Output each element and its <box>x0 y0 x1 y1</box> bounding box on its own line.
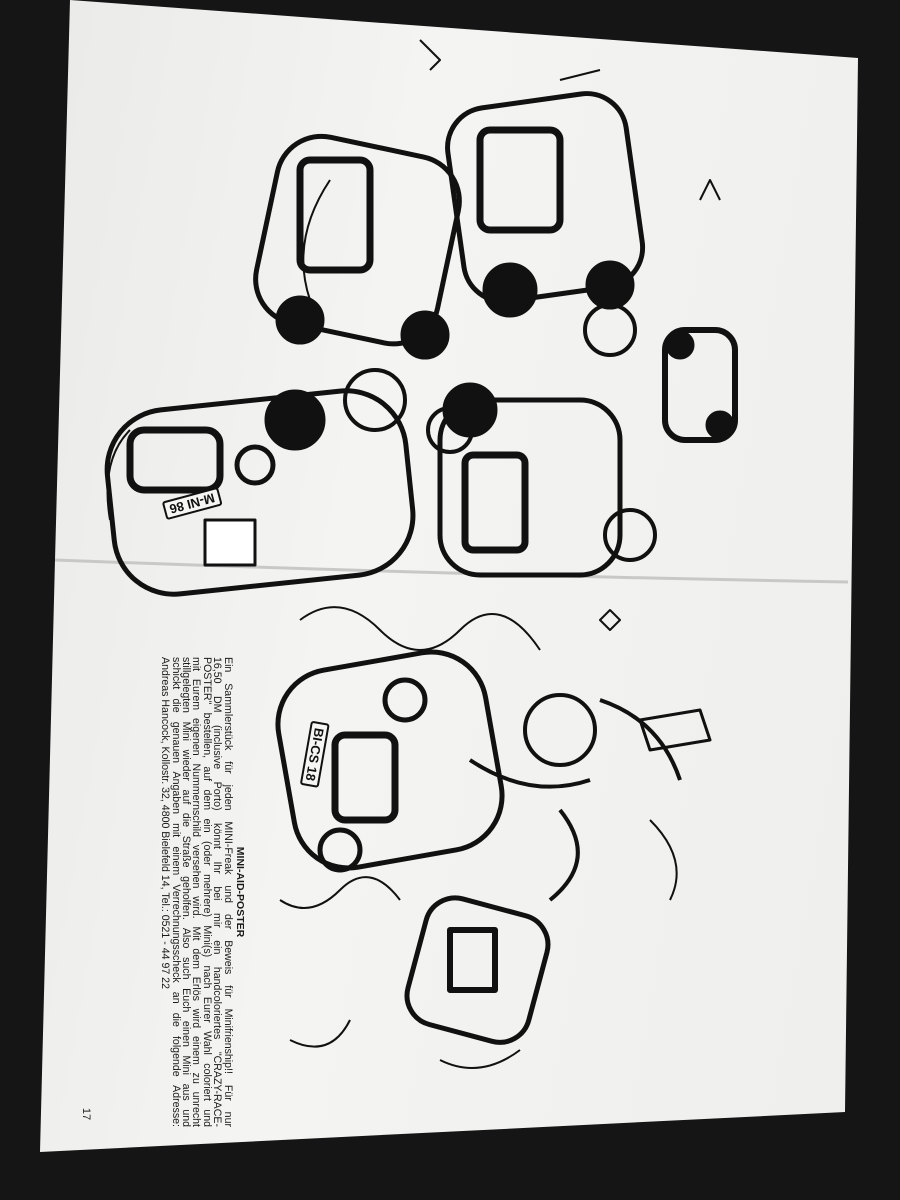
article-line: stillgelegten Mini wieder auf die Straße… <box>179 657 192 1127</box>
article-line: Ein Sammlerstück für jeden MINI-Freak un… <box>221 657 234 1127</box>
article-line: 16,50 DM (inclusive Porto) könnt Ihr bei… <box>211 657 224 1127</box>
driver-characters <box>343 303 712 902</box>
mini-aid-poster-article: MINI-AID-POSTER Ein Sammlerstück für jed… <box>145 657 246 1127</box>
article-line: POSTER" bestellen, auf dem ein (oder meh… <box>200 657 213 1127</box>
mini-car-lower-left <box>275 649 505 873</box>
mini-car-top-left <box>253 133 462 360</box>
article-address-line: Andreas Hancock, Kollostr. 32, 4800 Biel… <box>159 657 172 989</box>
buggy-small <box>662 327 738 443</box>
article-title: MINI-AID-POSTER <box>234 846 246 938</box>
page-number: 17 <box>80 1107 93 1121</box>
mini-car-top-right <box>445 91 646 318</box>
article-line: schickt die genauen Angaben mit einem Ve… <box>169 657 182 1127</box>
mini-car-center-left <box>104 388 416 597</box>
scribbles <box>106 39 721 1069</box>
mini-car-bottom <box>404 895 551 1045</box>
article-line: mit Eurem eigenen Nummernschild versehen… <box>190 657 203 1127</box>
